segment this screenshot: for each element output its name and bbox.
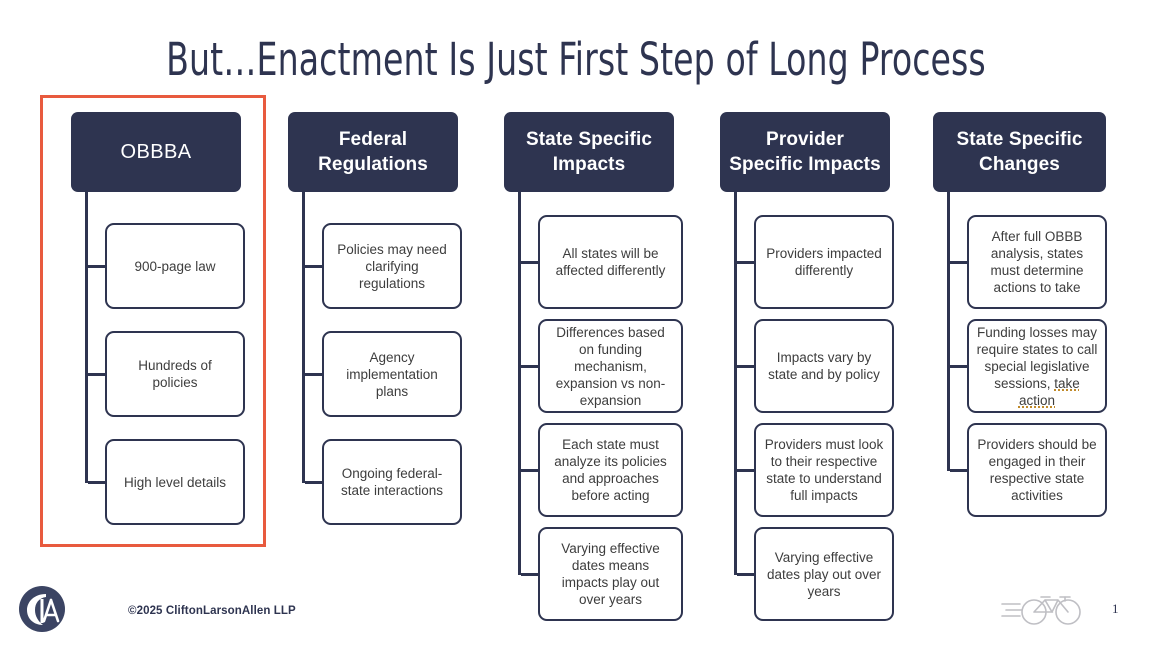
process-item-state-specific-impacts-1[interactable]: Differences based on funding mechanism, … [538, 319, 683, 413]
process-item-text: Varying effective dates play out over ye… [766, 549, 882, 599]
copyright-text: ©2025 CliftonLarsonAllen LLP [128, 605, 296, 617]
connector-trunk-state-specific-impacts [518, 190, 521, 575]
process-item-obbba-2[interactable]: High level details [105, 439, 245, 525]
process-item-text: Hundreds of policies [138, 358, 212, 390]
process-item-obbba-1[interactable]: Hundreds of policies [105, 331, 245, 417]
process-item-state-specific-impacts-2[interactable]: Each state must analyze its policies and… [538, 423, 683, 517]
page-number: 1 [1112, 601, 1119, 616]
connector-stub-provider-specific-impacts-2 [737, 469, 754, 472]
connector-stub-state-specific-changes-1 [950, 365, 967, 368]
process-item-text: All states will be affected differently [555, 246, 666, 278]
process-item-federal-regulations-0[interactable]: Policies may need clarifying regulations [322, 223, 462, 309]
page-title: But…Enactment Is Just First Step of Long… [166, 33, 986, 86]
connector-stub-obbba-2 [88, 481, 105, 484]
cla-logo [18, 585, 66, 633]
connector-trunk-provider-specific-impacts [734, 190, 737, 575]
connector-stub-federal-regulations-2 [305, 481, 322, 484]
connector-stub-obbba-0 [88, 265, 105, 268]
column-header-obbba[interactable]: OBBBA [71, 112, 241, 192]
process-item-text: Impacts vary by state and by policy [768, 350, 880, 382]
connector-stub-state-specific-impacts-2 [521, 469, 538, 472]
connector-stub-federal-regulations-1 [305, 373, 322, 376]
process-item-federal-regulations-2[interactable]: Ongoing federal-state interactions [322, 439, 462, 525]
process-item-state-specific-changes-2[interactable]: Providers should be engaged in their res… [967, 423, 1107, 517]
process-item-text: High level details [123, 474, 227, 490]
process-item-text: Providers impacted differently [766, 246, 882, 278]
process-item-text: Differences based on funding mechanism, … [555, 324, 666, 408]
process-item-text: Policies may need clarifying regulations [337, 241, 447, 291]
bicycle-icon [1000, 592, 1088, 626]
process-item-text: Providers must look to their respective … [764, 437, 884, 503]
process-item-state-specific-changes-0[interactable]: After full OBBB analysis, states must de… [967, 215, 1107, 309]
process-item-text: Agency implementation plans [346, 349, 438, 399]
connector-stub-state-specific-changes-0 [950, 261, 967, 264]
column-header-provider-specific-impacts[interactable]: Provider Specific Impacts [720, 112, 890, 192]
spellcheck-underlined-text: take action [1018, 375, 1080, 408]
process-item-text: 900-page law [134, 258, 216, 274]
connector-trunk-federal-regulations [302, 190, 305, 483]
column-header-federal-regulations[interactable]: Federal Regulations [288, 112, 458, 192]
connector-stub-state-specific-changes-2 [950, 469, 967, 472]
connector-stub-state-specific-impacts-0 [521, 261, 538, 264]
process-item-provider-specific-impacts-2[interactable]: Providers must look to their respective … [754, 423, 894, 517]
connector-stub-state-specific-impacts-3 [521, 573, 538, 576]
connector-stub-provider-specific-impacts-0 [737, 261, 754, 264]
connector-stub-obbba-1 [88, 373, 105, 376]
process-item-state-specific-impacts-0[interactable]: All states will be affected differently [538, 215, 683, 309]
process-item-provider-specific-impacts-1[interactable]: Impacts vary by state and by policy [754, 319, 894, 413]
process-item-text: Providers should be engaged in their res… [977, 437, 1097, 503]
highlight-outline-obbba [40, 95, 266, 547]
process-item-obbba-0[interactable]: 900-page law [105, 223, 245, 309]
process-item-federal-regulations-1[interactable]: Agency implementation plans [322, 331, 462, 417]
connector-stub-provider-specific-impacts-3 [737, 573, 754, 576]
column-header-state-specific-changes[interactable]: State Specific Changes [933, 112, 1106, 192]
process-item-text: After full OBBB analysis, states must de… [990, 229, 1084, 295]
connector-stub-federal-regulations-0 [305, 265, 322, 268]
process-item-text: Varying effective dates means impacts pl… [561, 541, 660, 607]
process-item-state-specific-changes-1[interactable]: Funding losses may require states to cal… [967, 319, 1107, 413]
process-item-text: Each state must analyze its policies and… [554, 437, 667, 503]
process-item-text: Ongoing federal-state interactions [340, 466, 444, 498]
connector-trunk-state-specific-changes [947, 190, 950, 471]
process-item-provider-specific-impacts-0[interactable]: Providers impacted differently [754, 215, 894, 309]
process-item-state-specific-impacts-3[interactable]: Varying effective dates means impacts pl… [538, 527, 683, 621]
connector-stub-provider-specific-impacts-1 [737, 365, 754, 368]
process-item-text: Funding losses may require states to cal… [976, 324, 1098, 408]
process-item-provider-specific-impacts-3[interactable]: Varying effective dates play out over ye… [754, 527, 894, 621]
column-header-state-specific-impacts[interactable]: State Specific Impacts [504, 112, 674, 192]
connector-trunk-obbba [85, 190, 88, 483]
connector-stub-state-specific-impacts-1 [521, 365, 538, 368]
